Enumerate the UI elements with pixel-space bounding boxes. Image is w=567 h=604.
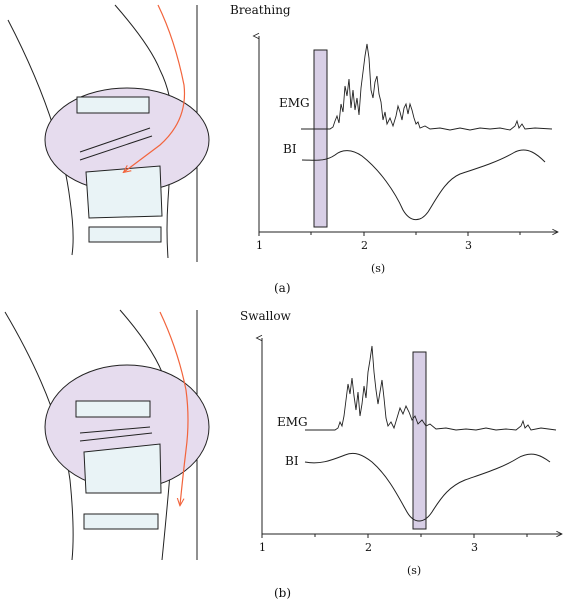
x-ticks bbox=[258, 232, 521, 236]
anatomy-box-lower bbox=[88, 226, 162, 243]
panel-caption: (b) bbox=[274, 586, 291, 600]
anatomy-box-lower bbox=[83, 513, 159, 530]
panel-caption: (a) bbox=[274, 281, 291, 295]
x-tick-label-3: 3 bbox=[465, 239, 472, 252]
emg-trace bbox=[301, 43, 553, 131]
x-axis-unit: (s) bbox=[371, 262, 385, 275]
throat-cross-section-icon bbox=[4, 309, 210, 561]
x-tick-label-1: 1 bbox=[259, 541, 266, 554]
panel-title: Swallow bbox=[240, 309, 292, 323]
x-tick-label-2: 2 bbox=[361, 239, 368, 252]
x-tick-label-2: 2 bbox=[365, 541, 372, 554]
anatomy-cord-2 bbox=[79, 135, 153, 161]
flow-arrow-icon bbox=[124, 4, 186, 172]
emg-label: EMG bbox=[279, 96, 310, 110]
anatomy-box-middle bbox=[85, 165, 163, 219]
bi-trace bbox=[301, 149, 546, 221]
x-ticks bbox=[261, 534, 528, 538]
x-axis-unit: (s) bbox=[407, 564, 421, 577]
anatomy-box-middle bbox=[83, 443, 162, 494]
x-tick-label-1: 1 bbox=[256, 239, 263, 252]
bi-label: BI bbox=[285, 454, 299, 468]
time-window-marker bbox=[412, 351, 427, 530]
throat-cross-section-icon bbox=[7, 4, 210, 262]
anatomy-cord-1 bbox=[79, 426, 151, 434]
anatomy-box-upper bbox=[76, 96, 150, 114]
anatomy-cord-2 bbox=[79, 432, 153, 442]
emg-label: EMG bbox=[277, 415, 308, 429]
anatomy-outer-contour bbox=[7, 19, 74, 256]
bi-label: BI bbox=[283, 142, 297, 156]
panel-b: Swallow 1 2 3 (s) EMG BI (b) bbox=[4, 309, 562, 600]
flow-arrow-icon bbox=[159, 311, 189, 505]
panel-a: Breathing 1 2 3 (s) EMG BI (a) bbox=[7, 3, 558, 295]
anatomy-cord-1 bbox=[79, 127, 151, 153]
anatomy-box-upper bbox=[75, 400, 151, 418]
x-tick-label-3: 3 bbox=[471, 541, 478, 554]
emg-trace bbox=[305, 345, 557, 431]
bi-trace bbox=[304, 452, 551, 522]
panel-title: Breathing bbox=[230, 3, 291, 17]
time-window-marker bbox=[313, 49, 328, 228]
